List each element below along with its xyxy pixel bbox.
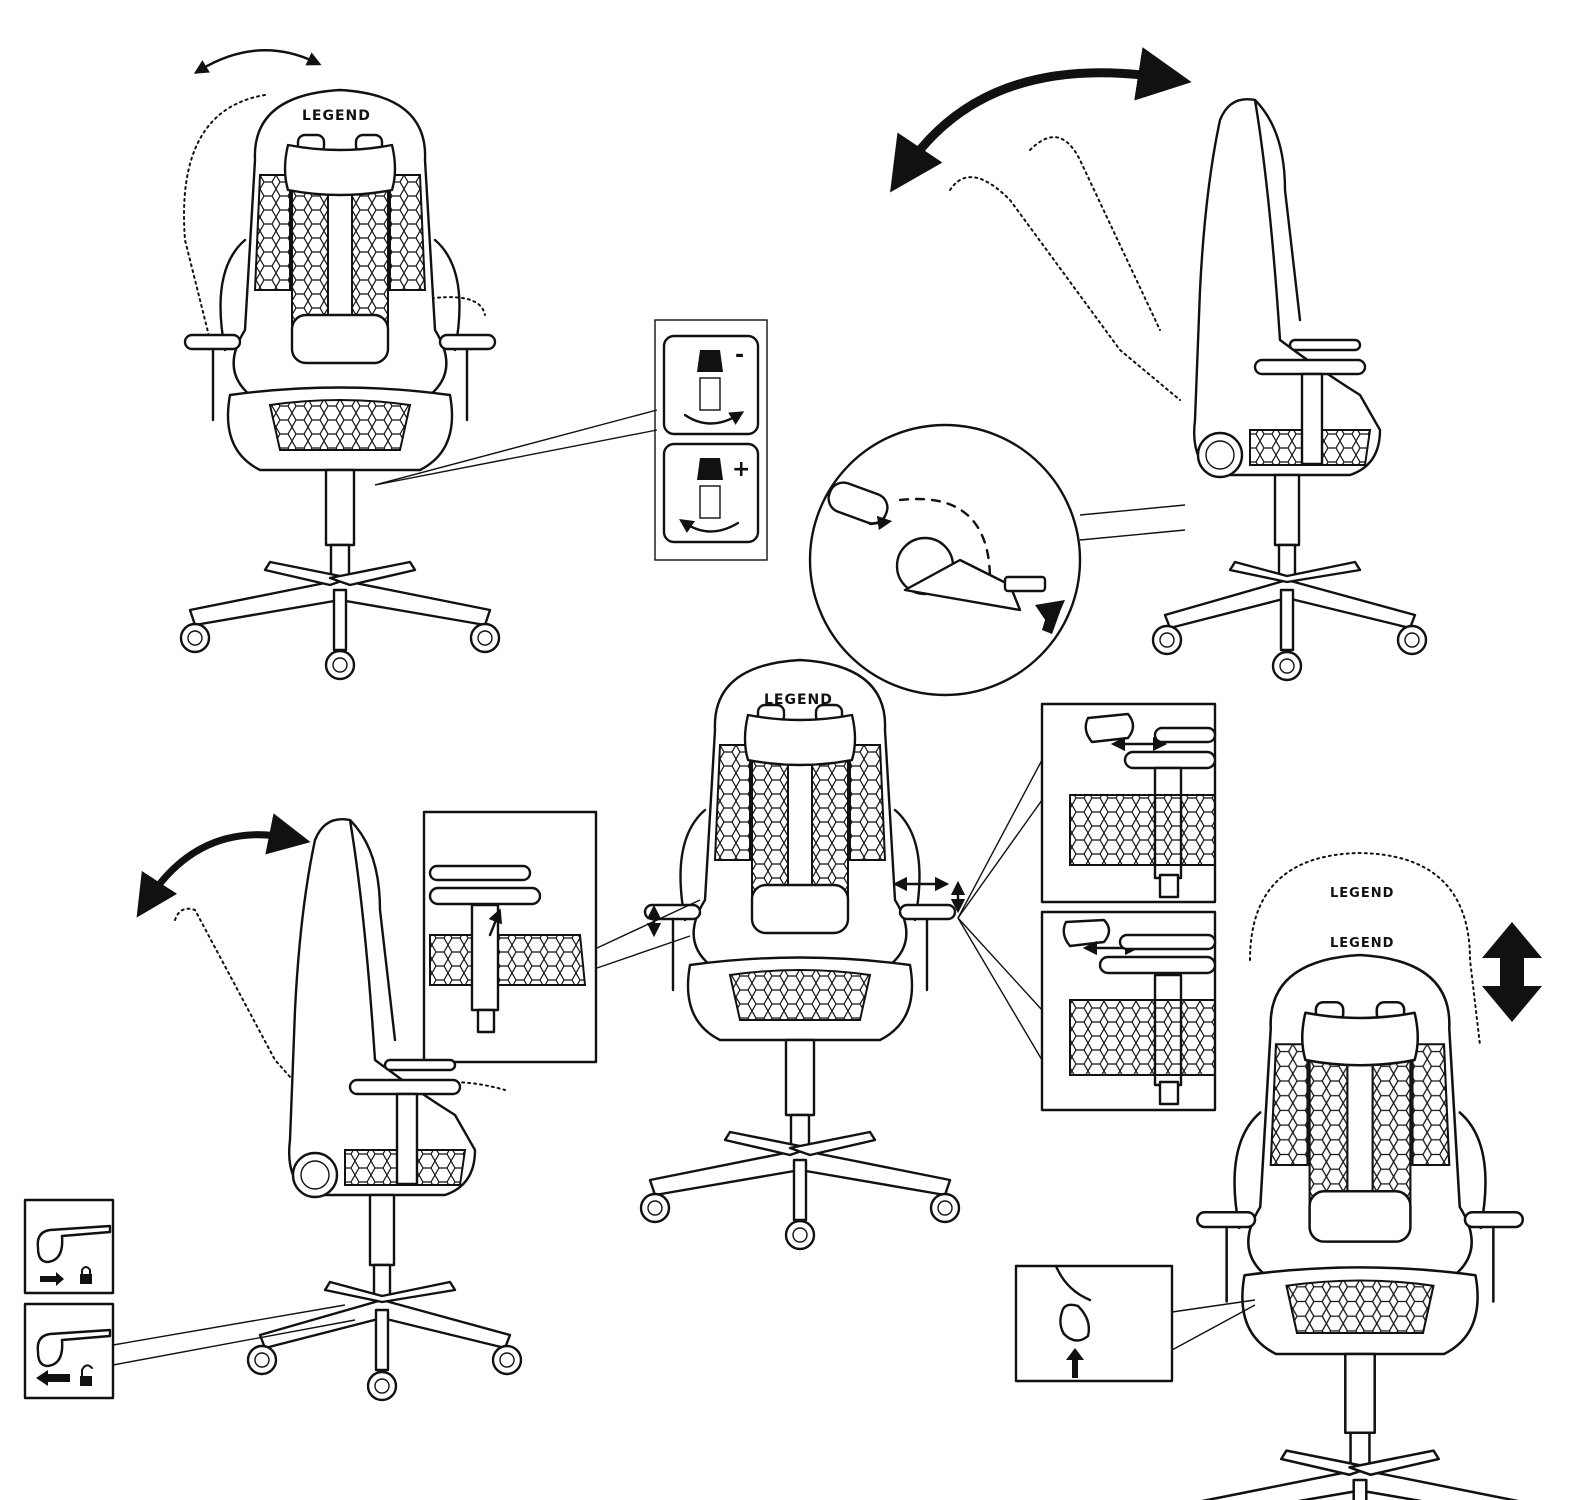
chair-tilt-tension: LEGEND bbox=[179, 88, 501, 681]
recline-detail-circle bbox=[808, 423, 1082, 697]
brand-logo: LEGEND bbox=[1330, 936, 1394, 951]
armrest-slide-panel-bottom bbox=[1040, 910, 1217, 1112]
decrease-sign: - bbox=[735, 343, 744, 368]
weight-icon bbox=[697, 350, 723, 372]
chair-tilt-lock bbox=[174, 817, 523, 1402]
brand-logo: LEGEND bbox=[1330, 886, 1394, 901]
increase-sign: + bbox=[732, 457, 750, 482]
tension-panel: - + bbox=[654, 319, 768, 561]
chair-height-adjust: LEGEND LEGEND bbox=[1191, 851, 1529, 1500]
chair-recline bbox=[949, 97, 1428, 682]
up-arrow-icon bbox=[1066, 1348, 1084, 1378]
armrest-height-panel bbox=[422, 810, 598, 1064]
swivel-arrow bbox=[193, 49, 322, 74]
armrest-slide-panel-top bbox=[1040, 702, 1217, 904]
brand-logo: LEGEND bbox=[302, 108, 371, 124]
height-lever-panel bbox=[1014, 1264, 1174, 1383]
padlock-open-icon bbox=[80, 1376, 92, 1386]
press-arrow bbox=[1035, 600, 1065, 634]
lock-panel-locked bbox=[23, 1198, 115, 1295]
height-arrow bbox=[1482, 922, 1542, 1022]
tilt-arrow bbox=[136, 813, 311, 918]
padlock-closed-icon bbox=[80, 1274, 92, 1284]
weight-icon bbox=[697, 458, 723, 480]
recline-arrow bbox=[890, 47, 1192, 193]
brand-logo: LEGEND bbox=[764, 692, 833, 708]
lock-panel-unlocked bbox=[23, 1302, 115, 1400]
chair-armrest-adjust: LEGEND bbox=[639, 658, 961, 1251]
